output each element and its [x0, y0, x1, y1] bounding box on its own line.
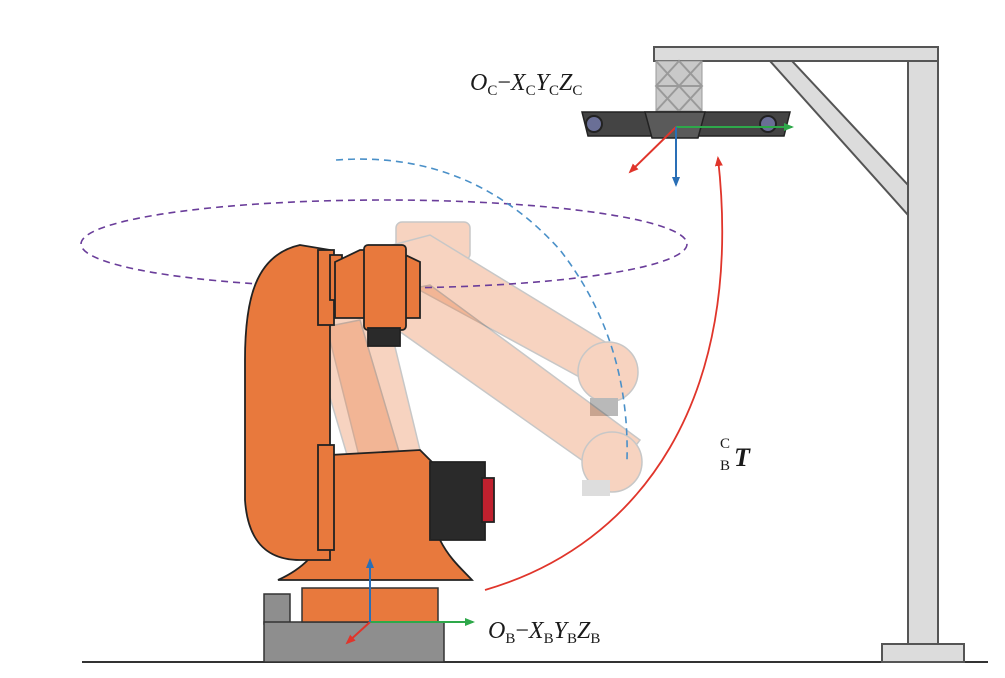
- base-axes: [345, 558, 475, 645]
- left-lens-icon: [585, 115, 603, 133]
- transform-sup: C: [720, 436, 730, 452]
- camera-mount-frame: [653, 46, 965, 663]
- camera-frame-label: OC−XCYCZC: [470, 70, 582, 99]
- camera-axes: [628, 123, 794, 187]
- transform-arrow: [484, 156, 724, 591]
- base-y-axis: [345, 621, 371, 645]
- base-frame-label: OB−XBYBZB: [488, 618, 600, 647]
- trajectory-arc: [335, 158, 628, 461]
- robot-motor-red-cap: [481, 477, 495, 523]
- robot-motor-housing: [429, 461, 486, 541]
- transform-symbol: T: [734, 443, 751, 472]
- camera-y-axis: [628, 126, 677, 174]
- robot-wrist-cap: [367, 327, 401, 347]
- camera-lattice-mount: [654, 59, 704, 113]
- robot-base: [263, 587, 445, 663]
- stereo-camera: [581, 111, 791, 139]
- robot-lower-arm: [244, 244, 331, 561]
- robot-arm: [244, 244, 495, 581]
- trajectory-ellipse: [80, 199, 688, 289]
- right-lens-icon: [759, 115, 777, 133]
- robot-wrist: [363, 244, 407, 331]
- transform-sub: B: [720, 458, 730, 474]
